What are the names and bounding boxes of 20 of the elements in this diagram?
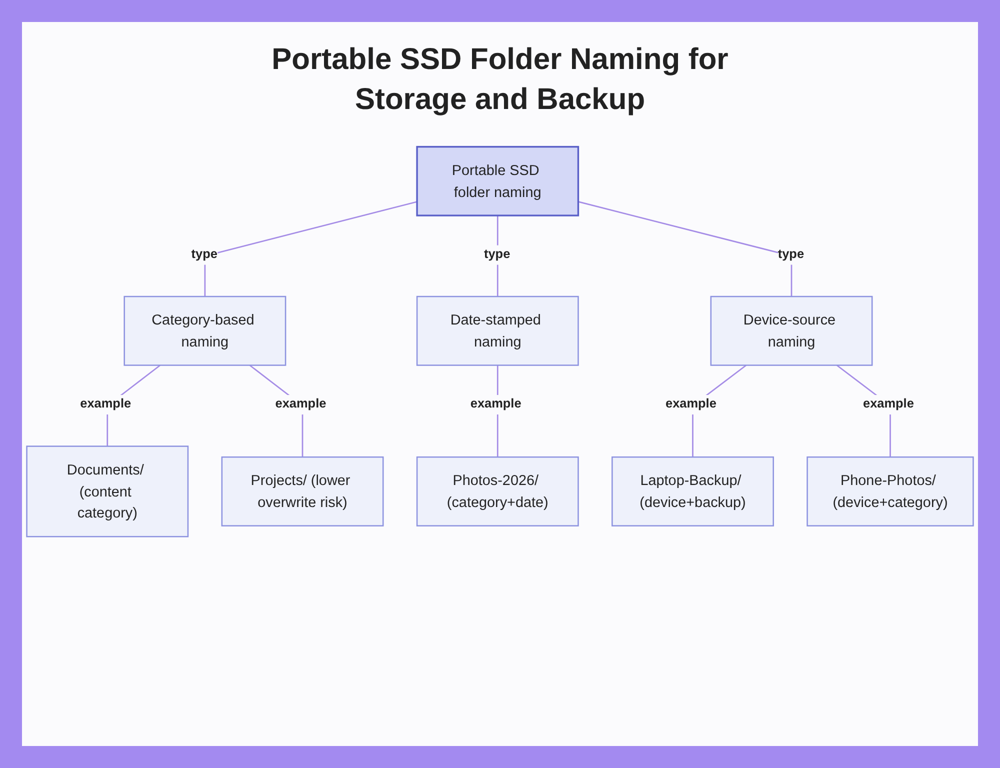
connector	[578, 201, 792, 297]
diagram-title: Portable SSD Folder Naming for Storage and Backup	[270, 42, 730, 118]
node-box: Projects/ (lower overwrite risk)	[221, 456, 384, 526]
node-box: Category-based naming	[124, 296, 286, 366]
node-box: Date-stamped naming	[416, 296, 579, 366]
node-box: Portable SSD folder naming	[416, 146, 580, 216]
edge-label: example	[470, 396, 522, 412]
edge-label: type	[778, 246, 804, 262]
edge-label: example	[862, 396, 914, 412]
node-box: Photos-2026/ (category+date)	[416, 456, 579, 526]
edge-label: example	[275, 396, 326, 412]
node-box: Laptop-Backup/ (device+backup)	[612, 456, 774, 526]
connector	[204, 201, 418, 297]
node-box: Phone-Photos/ (device+category)	[806, 456, 974, 526]
edge-label: type	[191, 246, 218, 262]
edge-label: example	[665, 396, 716, 412]
node-box: Documents/ (content category)	[26, 446, 189, 538]
edge-label: type	[484, 246, 510, 262]
node-box: Device-source naming	[710, 296, 873, 366]
edge-label: example	[80, 396, 132, 412]
